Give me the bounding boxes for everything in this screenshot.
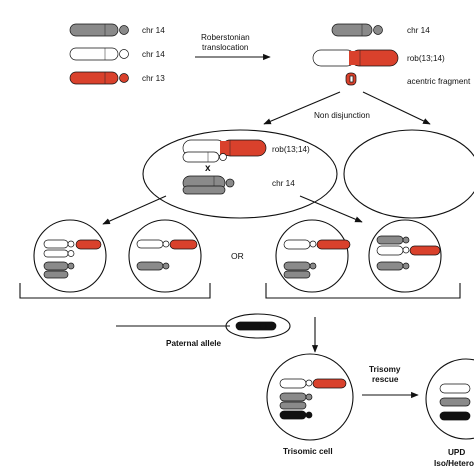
chromosome-chr14-grey bbox=[69, 23, 129, 37]
chromosome-rob-13-14 bbox=[312, 49, 399, 67]
gamete-4 bbox=[368, 219, 442, 293]
arrow-gamete-right bbox=[299, 195, 363, 223]
chromosome-chr14-white-mid bbox=[182, 151, 227, 163]
meiosis-cell-right bbox=[343, 129, 474, 219]
sperm-head bbox=[225, 313, 291, 339]
gamete-1-chromosomes bbox=[43, 239, 102, 279]
gamete-3 bbox=[275, 219, 349, 293]
cross-symbol: x bbox=[205, 163, 211, 174]
label-chr14-mid: chr 14 bbox=[272, 179, 295, 188]
label-upd: UPD bbox=[448, 448, 465, 457]
gamete-3-chromosomes bbox=[283, 239, 351, 279]
label-chr14-white: chr 14 bbox=[142, 50, 165, 59]
arrow-gamete-left bbox=[102, 195, 167, 225]
upd-cell bbox=[425, 358, 474, 440]
paternal-chromosome bbox=[235, 321, 277, 331]
label-chr14-right: chr 14 bbox=[407, 26, 430, 35]
label-nondisjunction: Non disjunction bbox=[314, 111, 370, 120]
label-translocation-2: translocation bbox=[202, 43, 249, 52]
gamete-2-chromosomes bbox=[136, 239, 198, 271]
label-or: OR bbox=[231, 251, 244, 261]
label-rescue: rescue bbox=[372, 375, 399, 384]
bracket-right bbox=[265, 283, 461, 299]
gamete-1 bbox=[33, 219, 107, 293]
label-rob-mid: rob(13;14) bbox=[272, 145, 310, 154]
label-chr13: chr 13 bbox=[142, 74, 165, 83]
label-acentric: acentric fragment bbox=[407, 77, 471, 86]
label-rob: rob(13;14) bbox=[407, 54, 445, 63]
label-trisomy: Trisomy bbox=[369, 365, 401, 374]
chromosome-chr14-grey-right bbox=[331, 23, 383, 37]
label-trisomic: Trisomic cell bbox=[283, 447, 333, 456]
chromosome-chr14-white bbox=[69, 47, 129, 61]
arrow-nondisjunction-right bbox=[362, 91, 431, 125]
acentric-fragment bbox=[345, 72, 357, 86]
gamete-2 bbox=[128, 219, 202, 293]
label-chr14-grey: chr 14 bbox=[142, 26, 165, 35]
meiosis-cell bbox=[142, 129, 338, 219]
bracket-left bbox=[19, 283, 211, 299]
label-iso-hetero: Iso/Hetero bbox=[434, 459, 474, 468]
trisomic-chromosomes bbox=[279, 378, 347, 420]
label-translocation-1: Roberstonian bbox=[201, 33, 250, 42]
label-paternal: Paternal allele bbox=[166, 339, 222, 348]
upd-chromosomes bbox=[439, 383, 471, 421]
arrow-nondisjunction-left bbox=[263, 91, 341, 125]
chromosome-chr14-grey-mid bbox=[182, 175, 235, 195]
chromosome-chr13-red bbox=[69, 71, 129, 85]
trisomic-cell bbox=[266, 353, 354, 441]
gamete-4-chromosomes bbox=[376, 235, 441, 271]
